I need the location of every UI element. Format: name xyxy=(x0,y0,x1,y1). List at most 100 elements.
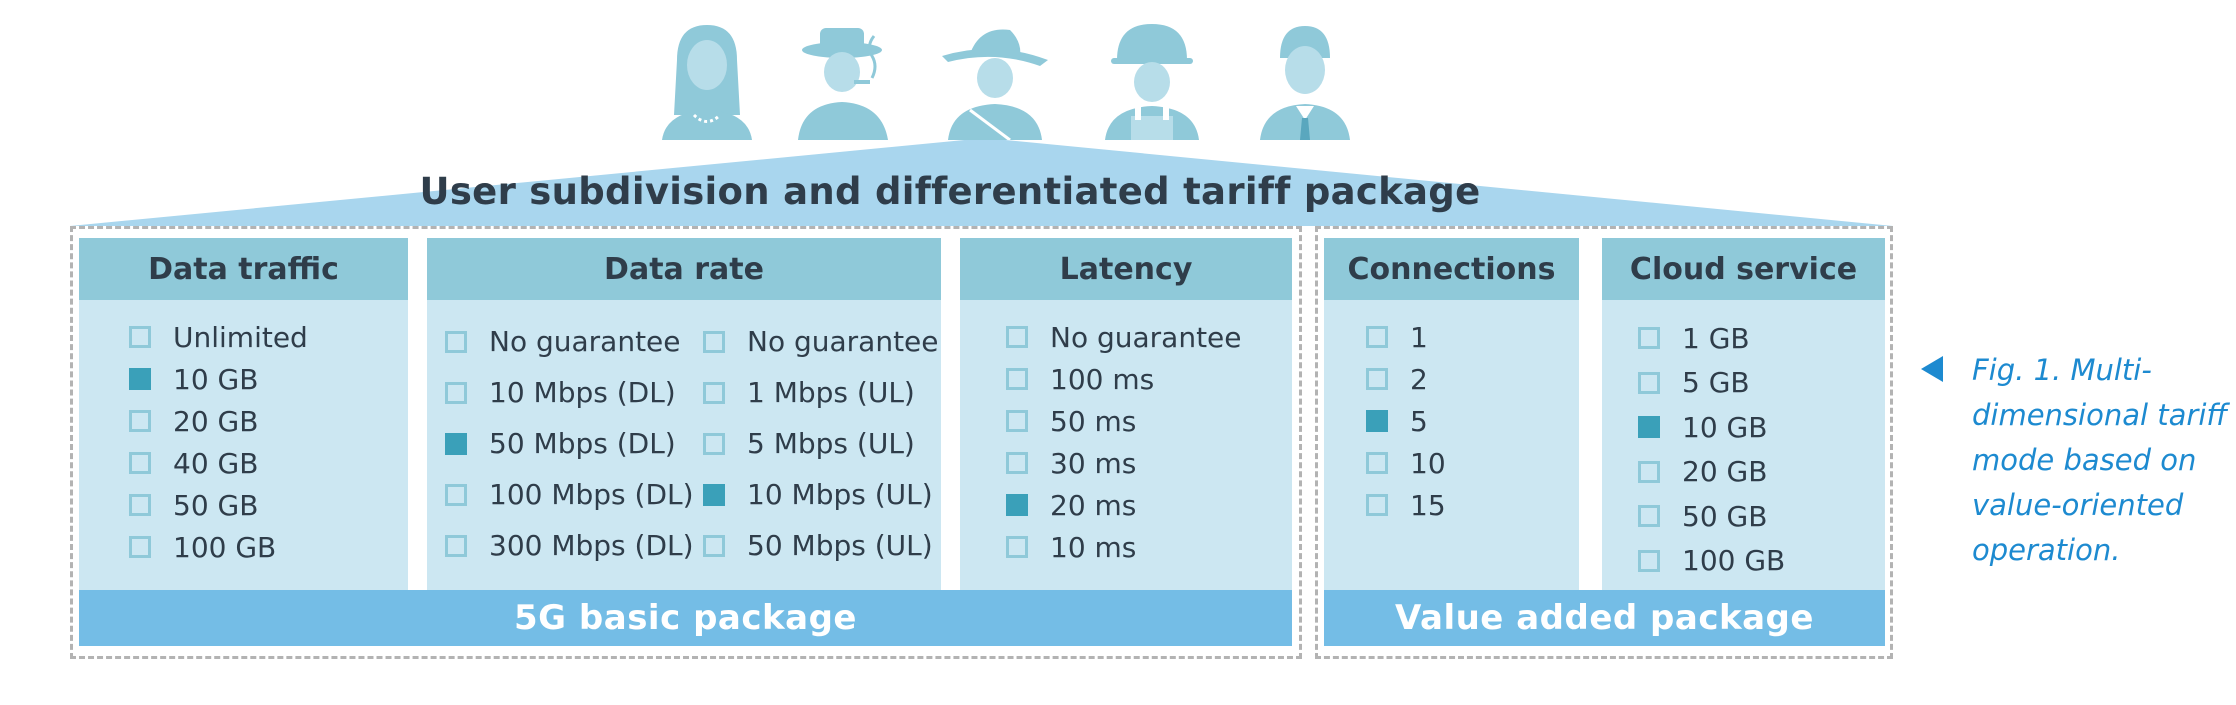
option-item[interactable]: Unlimited xyxy=(129,316,308,358)
checkbox-icon[interactable] xyxy=(129,536,151,558)
latency-header: Latency xyxy=(960,238,1292,300)
checkbox-icon[interactable] xyxy=(129,326,151,348)
option-item[interactable]: 100 GB xyxy=(129,526,308,568)
option-label: 2 xyxy=(1410,362,1428,396)
data-rate-ul-options: No guarantee 1 Mbps (UL) 5 Mbps (UL) 10 Mbp… xyxy=(703,316,939,571)
option-item[interactable]: 5 xyxy=(1366,400,1446,442)
cloud-service-options: 1 GB 5 GB 10 GB 20 GB 50 GB 100 GB xyxy=(1638,316,1785,583)
value-added-package-bar: Value added package xyxy=(1324,590,1885,646)
option-item[interactable]: No guarantee xyxy=(703,316,939,367)
option-label: 100 GB xyxy=(173,530,277,564)
option-item[interactable]: 10 ms xyxy=(1006,526,1242,568)
checkbox-icon[interactable] xyxy=(1006,326,1028,348)
option-label: 50 Mbps (DL) xyxy=(489,427,676,460)
option-item[interactable]: 10 Mbps (UL) xyxy=(703,469,939,520)
checkbox-icon[interactable] xyxy=(703,381,725,404)
option-label: 50 GB xyxy=(173,488,259,522)
cowboy-icon xyxy=(940,20,1050,140)
option-item[interactable]: No guarantee xyxy=(445,316,694,367)
option-item[interactable]: 5 GB xyxy=(1638,361,1785,406)
worker-icon xyxy=(1097,20,1207,140)
checked-box-icon[interactable] xyxy=(445,432,467,455)
option-label: 50 GB xyxy=(1682,499,1768,533)
businessman-icon xyxy=(1250,20,1360,140)
option-label: 100 GB xyxy=(1682,544,1786,578)
caption-arrow-icon xyxy=(1921,356,1943,382)
checkbox-icon[interactable] xyxy=(129,452,151,474)
option-item[interactable]: 5 Mbps (UL) xyxy=(703,418,939,469)
option-item[interactable]: 20 GB xyxy=(1638,450,1785,495)
checkbox-icon[interactable] xyxy=(445,483,467,506)
option-label: 30 ms xyxy=(1050,446,1137,480)
option-item[interactable]: 100 Mbps (DL) xyxy=(445,469,694,520)
checkbox-icon[interactable] xyxy=(129,494,151,516)
checkbox-icon[interactable] xyxy=(1366,326,1388,348)
option-item[interactable]: 30 ms xyxy=(1006,442,1242,484)
option-item[interactable]: 100 GB xyxy=(1638,539,1785,584)
checkbox-icon[interactable] xyxy=(1366,494,1388,516)
checkbox-icon[interactable] xyxy=(1006,368,1028,390)
checkbox-icon[interactable] xyxy=(703,432,725,455)
checked-box-icon[interactable] xyxy=(129,368,151,390)
option-label: 5 Mbps (UL) xyxy=(747,427,915,460)
option-label: 1 Mbps (UL) xyxy=(747,376,915,409)
checked-box-icon[interactable] xyxy=(1006,494,1028,516)
option-item[interactable]: 20 ms xyxy=(1006,484,1242,526)
option-item[interactable]: 10 GB xyxy=(129,358,308,400)
checked-box-icon[interactable] xyxy=(1366,410,1388,432)
connections-header: Connections xyxy=(1324,238,1579,300)
checkbox-icon[interactable] xyxy=(129,410,151,432)
basic-package-group xyxy=(70,226,1302,659)
option-label: Unlimited xyxy=(173,320,308,354)
value-added-package-group xyxy=(1315,226,1893,659)
option-item[interactable]: 10 GB xyxy=(1638,405,1785,450)
option-item[interactable]: 1 xyxy=(1366,316,1446,358)
option-item[interactable]: 100 ms xyxy=(1006,358,1242,400)
option-label: 5 GB xyxy=(1682,366,1750,400)
checkbox-icon[interactable] xyxy=(1006,452,1028,474)
option-item[interactable]: 50 Mbps (UL) xyxy=(703,520,939,571)
diagram-title: User subdivision and differentiated tari… xyxy=(419,170,1481,213)
option-item[interactable]: 50 GB xyxy=(1638,494,1785,539)
option-item[interactable]: 50 Mbps (DL) xyxy=(445,418,694,469)
checkbox-icon[interactable] xyxy=(1366,368,1388,390)
checkbox-icon[interactable] xyxy=(1638,371,1660,394)
checked-box-icon[interactable] xyxy=(1638,416,1660,439)
option-item[interactable]: 10 xyxy=(1366,442,1446,484)
option-item[interactable]: 50 GB xyxy=(129,484,308,526)
option-item[interactable]: 20 GB xyxy=(129,400,308,442)
checked-box-icon[interactable] xyxy=(703,483,725,506)
checkbox-icon[interactable] xyxy=(703,330,725,353)
basic-package-bar: 5G basic package xyxy=(79,590,1292,646)
option-item[interactable]: 300 Mbps (DL) xyxy=(445,520,694,571)
option-item[interactable]: No guarantee xyxy=(1006,316,1242,358)
checkbox-icon[interactable] xyxy=(1366,452,1388,474)
checkbox-icon[interactable] xyxy=(1638,549,1660,572)
option-item[interactable]: 40 GB xyxy=(129,442,308,484)
checkbox-icon[interactable] xyxy=(1638,460,1660,483)
checkbox-icon[interactable] xyxy=(1006,536,1028,558)
option-item[interactable]: 50 ms xyxy=(1006,400,1242,442)
checkbox-icon[interactable] xyxy=(445,381,467,404)
checkbox-icon[interactable] xyxy=(1638,505,1660,528)
option-label: 10 GB xyxy=(1682,410,1768,444)
option-label: 10 Mbps (DL) xyxy=(489,376,676,409)
checkbox-icon[interactable] xyxy=(445,330,467,353)
checkbox-icon[interactable] xyxy=(703,534,725,557)
checkbox-icon[interactable] xyxy=(1006,410,1028,432)
woman-icon xyxy=(652,20,762,140)
checkbox-icon[interactable] xyxy=(1638,327,1660,350)
option-item[interactable]: 1 GB xyxy=(1638,316,1785,361)
option-item[interactable]: 15 xyxy=(1366,484,1446,526)
option-item[interactable]: 1 Mbps (UL) xyxy=(703,367,939,418)
option-item[interactable]: 10 Mbps (DL) xyxy=(445,367,694,418)
cloud-service-column: Cloud service 1 GB 5 GB 10 GB 20 GB 50 GB 100… xyxy=(1602,238,1885,590)
checkbox-icon[interactable] xyxy=(445,534,467,557)
option-item[interactable]: 2 xyxy=(1366,358,1446,400)
cloud-service-header: Cloud service xyxy=(1602,238,1885,300)
